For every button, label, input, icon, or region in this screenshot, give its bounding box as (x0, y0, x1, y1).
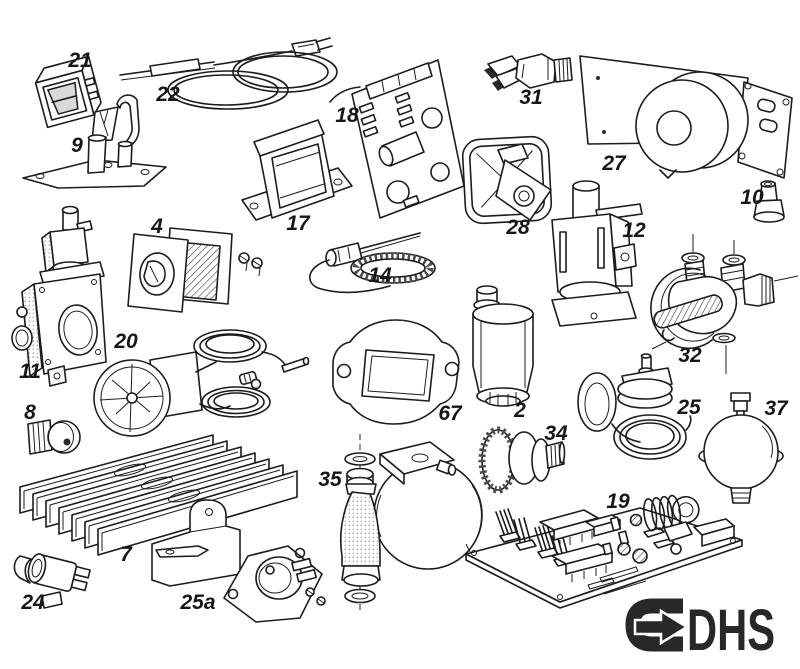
logo-arrow-icon (633, 608, 690, 646)
part-label-7: 7 (120, 543, 133, 566)
part-2-filter-cartridge: 2 (472, 285, 534, 422)
part-label-17: 17 (286, 212, 311, 235)
part-8-blanking-plug: 8 (24, 401, 81, 455)
part-label-19: 19 (606, 490, 630, 513)
part-67-mounting-plate: 67 (332, 319, 463, 425)
part-label-25a: 25a (179, 591, 215, 614)
part-10-rubber-sleeve: 10 (740, 180, 785, 223)
part-label-34: 34 (544, 422, 568, 445)
part-28-inspection-cover: 28 (461, 135, 553, 239)
part-14-ignition-electrode: 14 (308, 232, 436, 294)
part-label-4: 4 (150, 215, 163, 238)
part-label-25: 25 (676, 396, 701, 419)
part-label-12: 12 (622, 219, 646, 242)
dhs-logo: DHS (603, 580, 775, 663)
part-label-8: 8 (24, 401, 36, 424)
part-24-clip-thermostat: 24 (13, 553, 91, 614)
part-label-20: 20 (113, 330, 138, 353)
leader-line (603, 580, 647, 595)
part-label-31: 31 (519, 86, 542, 109)
part-20-thermostat: 20 (93, 329, 310, 437)
part-9-electrode-plate: 9 (22, 94, 167, 189)
part-35-circulation-pump: 35 (318, 434, 483, 614)
part-19-control-pcb: 19 (465, 490, 743, 609)
part-22-ignition-cable: 22 (119, 37, 338, 110)
part-18-ignition-pcb: 18 (329, 59, 465, 219)
part-32-water-valve: 32 (650, 234, 799, 374)
part-label-14: 14 (368, 264, 392, 287)
part-label-22: 22 (155, 83, 180, 106)
part-4-insulation-panels: 4 (127, 215, 263, 313)
part-31-burner-injector: 31 (484, 53, 573, 109)
part-11-gas-valve: 11 (11, 205, 107, 387)
part-12-solenoid-valve: 12 (551, 180, 646, 327)
logo-text: DHS (687, 598, 775, 663)
part-21-rocker-switch: 21 (34, 49, 102, 129)
part-label-21: 21 (67, 49, 91, 72)
part-17-transformer: 17 (241, 119, 353, 235)
part-label-2: 2 (513, 399, 526, 422)
part-label-37: 37 (764, 397, 789, 420)
part-label-24: 24 (20, 591, 45, 614)
part-25-gauge: 25 (577, 353, 701, 460)
part-label-18: 18 (335, 104, 359, 127)
part-label-10: 10 (740, 186, 764, 209)
part-label-11: 11 (19, 360, 41, 383)
part-label-9: 9 (71, 134, 83, 157)
part-7-heat-exchanger: 7 (19, 434, 298, 587)
part-label-67: 67 (438, 402, 463, 425)
part-34-valve-knob: 34 (478, 422, 568, 494)
part-37-expansion-vessel: 37 (698, 392, 789, 504)
part-25a-limit-thermostat: 25a (179, 545, 326, 623)
part-27-fan-assembly: 27 (579, 55, 793, 179)
part-label-27: 27 (601, 152, 627, 175)
part-label-35: 35 (318, 468, 342, 491)
part-label-32: 32 (678, 344, 702, 367)
logo-c-mark (625, 598, 683, 652)
part-label-28: 28 (505, 216, 530, 239)
